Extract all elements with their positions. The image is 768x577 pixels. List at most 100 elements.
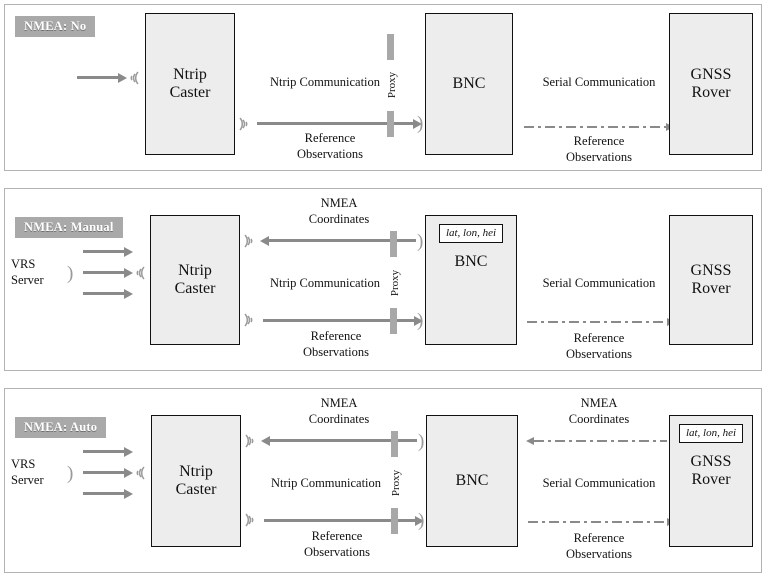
vrs-stream-arrow-3 — [83, 292, 125, 295]
node-label-line1: GNSS — [690, 452, 732, 470]
label-serial-communication: Serial Communication — [542, 276, 656, 290]
label-serial-reference-line1: Reference — [573, 134, 625, 148]
node-label-line2: Caster — [175, 481, 217, 498]
node-label-line1: Ntrip — [173, 66, 207, 84]
mode-badge-nmea-manual: NMEA: Manual — [15, 217, 123, 239]
antenna-transmit-icon-top — [244, 432, 259, 450]
label-serial-reference-line1: Reference — [573, 531, 625, 545]
label-vrs-server-line2: Server — [11, 273, 44, 287]
label-nmea-coordinates-line1: NMEA — [320, 396, 358, 410]
label-reference-observations-line2: Observations — [297, 147, 363, 161]
panel-nmea-manual: NMEA: Manual VRS Server ) Ntrip Caster — [4, 188, 762, 371]
nmea-coordinates-arrow — [268, 239, 416, 242]
coordinates-chip: lat, lon, hei — [438, 224, 504, 243]
coordinates-chip: lat, lon, hei — [678, 424, 744, 443]
node-gnss-rover: GNSS Rover — [669, 13, 753, 155]
antenna-paren-icon-top: ) — [417, 231, 424, 252]
node-bnc: BNC — [426, 415, 518, 547]
label-serial-reference-line2: Observations — [566, 347, 632, 361]
node-label-line2: Caster — [174, 280, 216, 297]
reference-observations-arrow — [264, 519, 416, 522]
proxy-label: Proxy — [390, 469, 402, 497]
node-label-line1: GNSS — [690, 66, 732, 84]
panel-nmea-no: NMEA: No Ntrip Caster — [4, 4, 762, 171]
nmea-coordinates-rover-arrow — [534, 440, 667, 442]
reference-observations-arrow — [263, 319, 415, 322]
proxy-label: Proxy — [389, 269, 401, 297]
node-label-line2: Caster — [169, 84, 211, 101]
nmea-coordinates-arrow — [269, 439, 417, 442]
node-label-line1: BNC — [455, 472, 489, 490]
node-label-line2: Rover — [691, 470, 731, 488]
reference-observations-arrow — [257, 122, 414, 125]
label-reference-observations-line2: Observations — [304, 545, 370, 559]
node-label-line1: BNC — [452, 75, 486, 93]
antenna-transmit-icon-bottom — [243, 311, 258, 329]
vrs-stream-arrow-2 — [83, 271, 125, 274]
serial-reference-observations-arrow — [528, 521, 667, 523]
label-ntrip-communication: Ntrip Communication — [269, 276, 381, 290]
label-serial-communication: Serial Communication — [542, 75, 656, 89]
proxy-bar-bottom — [391, 508, 398, 534]
node-label-line1: BNC — [454, 252, 488, 270]
antenna-paren-icon: ) — [417, 113, 424, 134]
panel-nmea-auto: NMEA: Auto VRS Server ) Ntrip Caster — [4, 388, 762, 573]
label-serial-reference-line2: Observations — [566, 547, 632, 561]
label-nmea-coordinates-line2: Coordinates — [308, 412, 370, 426]
proxy-bar-top — [390, 231, 397, 257]
antenna-receive-icon — [131, 264, 147, 282]
antenna-transmit-icon — [238, 115, 253, 133]
node-ntrip-caster: Ntrip Caster — [145, 13, 235, 155]
vrs-stream-arrow-2 — [83, 471, 125, 474]
proxy-bar-bottom — [390, 308, 397, 334]
vrs-stream-arrow-1 — [83, 450, 125, 453]
mode-badge-nmea-no: NMEA: No — [15, 16, 96, 38]
label-reference-observations-line2: Observations — [303, 345, 369, 359]
vrs-antenna-paren-icon: ) — [67, 463, 74, 484]
node-label-line1: Ntrip — [178, 262, 212, 280]
label-serial-communication: Serial Communication — [542, 476, 656, 490]
antenna-paren-icon-bottom: ) — [417, 310, 424, 331]
label-serial-reference-line1: Reference — [573, 331, 625, 345]
antenna-paren-icon-top: ) — [418, 431, 425, 452]
vrs-stream-arrow-1 — [83, 250, 125, 253]
incoming-stream-arrow — [77, 76, 119, 79]
label-vrs-server-line1: VRS — [11, 257, 36, 271]
proxy-bar-top — [387, 34, 394, 60]
label-nmea-coordinates-line2: Coordinates — [308, 212, 370, 226]
node-ntrip-caster: Ntrip Caster — [150, 215, 240, 345]
proxy-bar-bottom — [387, 111, 394, 137]
serial-reference-observations-arrow — [527, 321, 667, 323]
node-gnss-rover: GNSS Rover — [669, 215, 753, 345]
node-bnc: BNC — [425, 13, 513, 155]
antenna-receive-icon — [131, 464, 147, 482]
proxy-bar-top — [391, 431, 398, 457]
label-nmea-coordinates-line1: NMEA — [320, 196, 358, 210]
node-label-line2: Rover — [691, 280, 731, 297]
node-gnss-rover: lat, lon, hei GNSS Rover — [669, 415, 753, 547]
node-bnc: lat, lon, hei BNC — [425, 215, 517, 345]
label-nmea-right-line1: NMEA — [580, 396, 618, 410]
proxy-label: Proxy — [386, 71, 398, 99]
node-label-line1: Ntrip — [179, 463, 213, 481]
mode-badge-nmea-auto: NMEA: Auto — [15, 417, 107, 439]
label-reference-observations-line1: Reference — [310, 329, 362, 343]
label-reference-observations-line1: Reference — [304, 131, 356, 145]
node-ntrip-caster: Ntrip Caster — [151, 415, 241, 547]
antenna-transmit-icon-top — [243, 232, 258, 250]
node-label-line1: GNSS — [690, 262, 732, 280]
label-serial-reference-line2: Observations — [566, 150, 632, 164]
label-ntrip-communication: Ntrip Communication — [270, 476, 382, 490]
antenna-paren-icon-bottom: ) — [418, 510, 425, 531]
label-vrs-server-line1: VRS — [11, 457, 36, 471]
vrs-antenna-paren-icon: ) — [67, 263, 74, 284]
node-label-line2: Rover — [691, 84, 731, 101]
label-ntrip-communication: Ntrip Communication — [269, 75, 381, 89]
label-reference-observations-line1: Reference — [311, 529, 363, 543]
antenna-receive-icon — [125, 69, 141, 87]
label-vrs-server-line2: Server — [11, 473, 44, 487]
serial-reference-observations-arrow — [524, 126, 666, 128]
antenna-transmit-icon-bottom — [244, 511, 259, 529]
vrs-stream-arrow-3 — [83, 492, 125, 495]
